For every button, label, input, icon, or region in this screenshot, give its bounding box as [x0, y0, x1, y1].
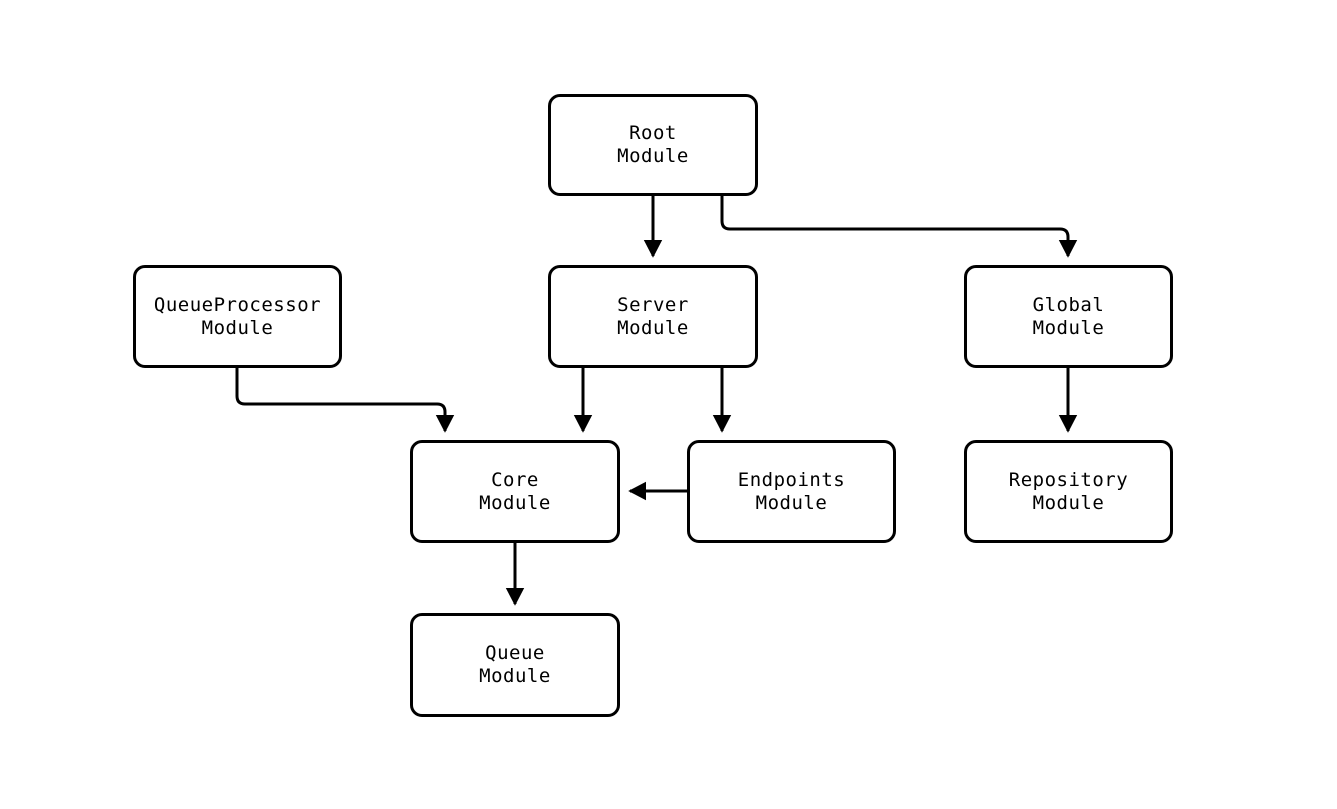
- node-queue-module[interactable]: Queue Module: [410, 613, 620, 717]
- node-core-module[interactable]: Core Module: [410, 440, 620, 543]
- edge-root-to-global: [720, 196, 1078, 258]
- node-root-module[interactable]: Root Module: [548, 94, 758, 196]
- node-queueprocessor-module-label-line2: Module: [201, 316, 274, 339]
- node-repository-module[interactable]: Repository Module: [964, 440, 1173, 543]
- node-endpoints-module-label-line1: Endpoints: [737, 468, 846, 491]
- node-repository-module-label-line2: Module: [1032, 491, 1105, 514]
- node-queueprocessor-module-label-line1: QueueProcessor: [153, 293, 322, 316]
- node-queue-module-label-line2: Module: [479, 665, 551, 687]
- node-root-module-label-line2: Module: [617, 145, 689, 167]
- node-queue-module-label-line1: Queue: [485, 642, 545, 664]
- node-server-module-label-line2: Module: [617, 316, 689, 339]
- node-endpoints-module[interactable]: Endpoints Module: [687, 440, 896, 543]
- node-endpoints-module-label-line2: Module: [755, 491, 828, 514]
- node-server-module[interactable]: Server Module: [548, 265, 758, 368]
- edge-queueprocessor-to-core: [235, 368, 455, 433]
- node-core-module-label-line1: Core: [491, 468, 539, 491]
- node-global-module[interactable]: Global Module: [964, 265, 1173, 368]
- node-queueprocessor-module[interactable]: QueueProcessor Module: [133, 265, 342, 368]
- node-root-module-label-line1: Root: [629, 122, 677, 144]
- node-server-module-label-line1: Server: [617, 293, 689, 316]
- node-global-module-label-line2: Module: [1032, 316, 1105, 339]
- node-global-module-label-line1: Global: [1032, 293, 1105, 316]
- node-core-module-label-line2: Module: [479, 491, 551, 514]
- node-repository-module-label-line1: Repository: [1008, 468, 1129, 491]
